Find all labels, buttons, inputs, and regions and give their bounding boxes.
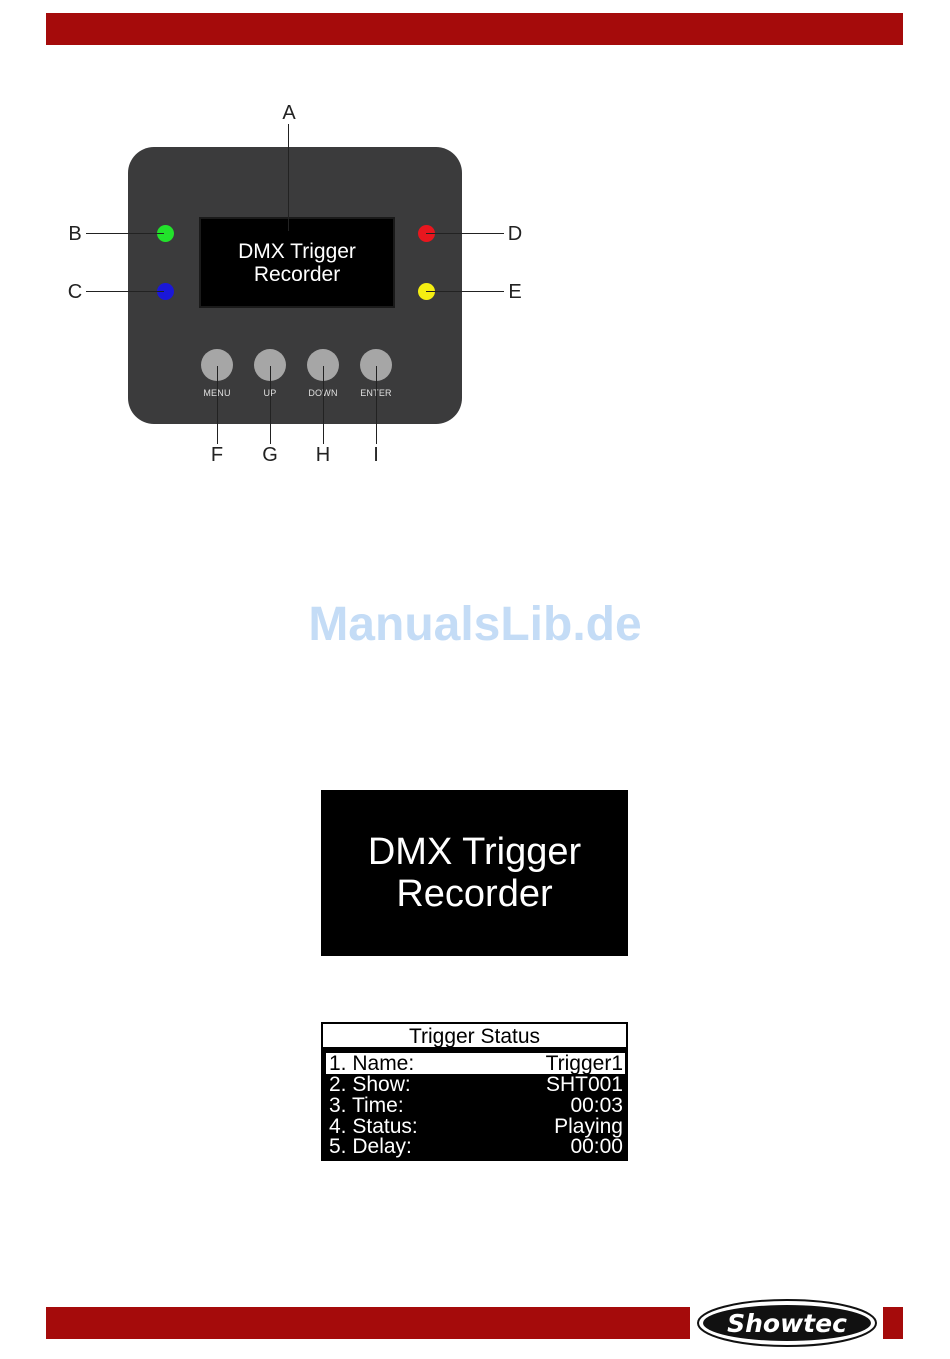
- callout-line-f: [217, 366, 218, 444]
- status-row-value: 00:00: [570, 1136, 623, 1157]
- status-row-key: 4. Status:: [329, 1116, 418, 1137]
- trigger-status-display: Trigger Status 1. Name: Trigger1 2. Show…: [321, 1022, 628, 1161]
- status-row-show: 2. Show: SHT001: [326, 1074, 625, 1095]
- callout-line-e: [426, 291, 504, 292]
- callout-line-h: [323, 366, 324, 444]
- large-display-line-1: DMX Trigger: [368, 831, 581, 873]
- status-row-delay: 5. Delay: 00:00: [326, 1136, 625, 1157]
- device-display-line-1: DMX Trigger: [238, 240, 356, 263]
- callout-c: C: [63, 281, 87, 303]
- showtec-logo: Showtec: [696, 1298, 878, 1348]
- callout-line-g: [270, 366, 271, 444]
- callout-f: F: [205, 444, 229, 466]
- status-row-status: 4. Status: Playing: [326, 1116, 625, 1137]
- status-row-key: 5. Delay:: [329, 1136, 412, 1157]
- status-row-key: 1. Name:: [329, 1053, 414, 1074]
- large-display-line-2: Recorder: [396, 873, 552, 915]
- callout-h: H: [311, 444, 335, 466]
- status-row-time: 3. Time: 00:03: [326, 1095, 625, 1116]
- trigger-status-title: Trigger Status: [323, 1024, 626, 1049]
- callout-line-d: [426, 233, 504, 234]
- callout-a: A: [277, 102, 301, 124]
- device-display: DMX Trigger Recorder: [199, 217, 395, 308]
- status-row-value: Playing: [554, 1116, 623, 1137]
- svg-text:Showtec: Showtec: [727, 1309, 847, 1338]
- status-row-value: Trigger1: [546, 1053, 623, 1074]
- header-bar: [46, 13, 903, 45]
- status-row-key: 3. Time:: [329, 1095, 404, 1116]
- watermark: ManualsLib.de: [0, 597, 950, 652]
- callout-line-b: [86, 233, 164, 234]
- callout-line-i: [376, 366, 377, 444]
- status-row-name: 1. Name: Trigger1: [326, 1053, 625, 1074]
- callout-g: G: [258, 444, 282, 466]
- device-display-line-2: Recorder: [254, 263, 340, 286]
- footer-bar-end: [883, 1307, 903, 1339]
- callout-line-a: [288, 124, 289, 231]
- status-row-value: SHT001: [546, 1074, 623, 1095]
- footer-bar: [46, 1307, 690, 1339]
- large-display: DMX Trigger Recorder: [321, 790, 628, 956]
- status-row-value: 00:03: [570, 1095, 623, 1116]
- status-row-key: 2. Show:: [329, 1074, 411, 1095]
- callout-d: D: [503, 223, 527, 245]
- callout-e: E: [503, 281, 527, 303]
- callout-b: B: [63, 223, 87, 245]
- callout-i: I: [364, 444, 388, 466]
- callout-line-c: [86, 291, 164, 292]
